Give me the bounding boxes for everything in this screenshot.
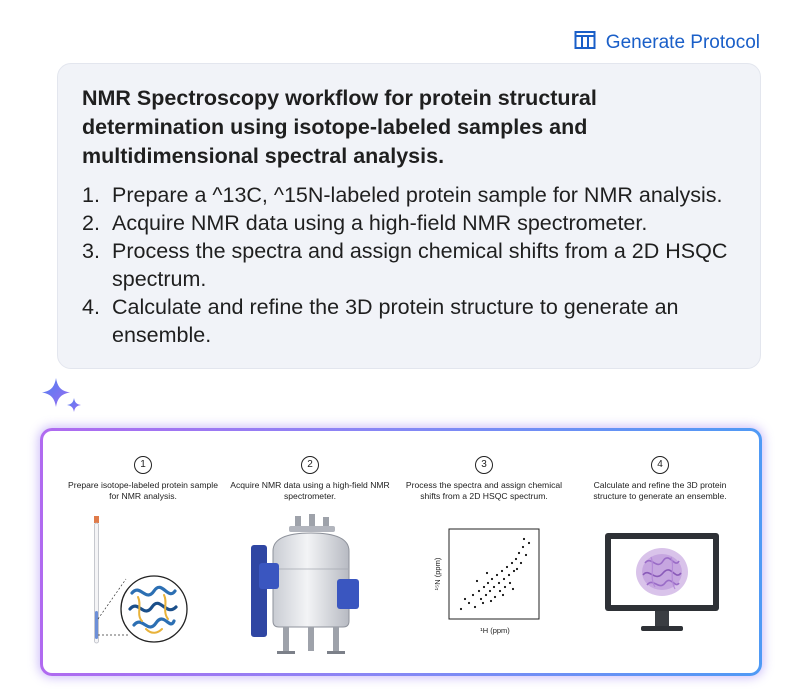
protocol-step: 1. Prepare a ^13C, ^15N-labeled protein … bbox=[82, 181, 738, 209]
step-number-badge: 1 bbox=[134, 456, 152, 474]
protocol-step: 3. Process the spectra and assign chemic… bbox=[82, 237, 738, 293]
panel-caption: Prepare isotope-labeled protein sample f… bbox=[67, 480, 218, 501]
panel-caption: Calculate and refine the 3D protein stru… bbox=[593, 480, 727, 501]
panel-caption: Acquire NMR data using a high-field NMR … bbox=[230, 480, 390, 501]
panel-caption: Process the spectra and assign chemical … bbox=[405, 480, 563, 501]
step-text: Acquire NMR data using a high-field NMR … bbox=[112, 211, 648, 235]
step-number: 3. bbox=[82, 239, 100, 263]
figure-panel-3: 3 Process the spectra and assign chemica… bbox=[399, 431, 569, 671]
nmr-tube-protein-illustration bbox=[94, 516, 188, 644]
hsqc-y-axis-label: ¹⁵N (ppm) bbox=[433, 557, 442, 590]
step-number: 1. bbox=[82, 183, 100, 207]
step-number-badge: 3 bbox=[475, 456, 493, 474]
step-text: Prepare a ^13C, ^15N-labeled protein sam… bbox=[112, 183, 723, 207]
generated-figure[interactable]: 1 Prepare isotope-labeled protein sample… bbox=[40, 428, 762, 676]
protocol-step: 2. Acquire NMR data using a high-field N… bbox=[82, 209, 738, 237]
figure-panel-4: 4 Calculate and refine the 3D protein st… bbox=[575, 431, 745, 671]
ai-sparkle-icon bbox=[42, 378, 81, 412]
step-number-badge: 2 bbox=[301, 456, 319, 474]
step-number-badge: 4 bbox=[651, 456, 669, 474]
protocol-steps-list: 1. Prepare a ^13C, ^15N-labeled protein … bbox=[82, 181, 738, 349]
columns-icon bbox=[574, 30, 596, 56]
step-text: Calculate and refine the 3D protein stru… bbox=[112, 295, 679, 347]
protocol-step: 4. Calculate and refine the 3D protein s… bbox=[82, 293, 738, 349]
nmr-spectrometer-illustration bbox=[251, 514, 359, 654]
step-number: 4. bbox=[82, 295, 100, 319]
step-number: 2. bbox=[82, 211, 100, 235]
step-text: Process the spectra and assign chemical … bbox=[112, 239, 728, 291]
user-prompt-card: NMR Spectroscopy workflow for protein st… bbox=[57, 63, 761, 369]
figure-panel-2: 2 Acquire NMR data using a high-field NM… bbox=[225, 431, 395, 671]
hsqc-spectrum-plot: ¹H (ppm) ¹⁵N (ppm) bbox=[433, 528, 540, 635]
generate-protocol-label: Generate Protocol bbox=[605, 32, 760, 53]
generate-protocol-button[interactable]: Generate Protocol bbox=[574, 30, 760, 56]
monitor-protein-ensemble-illustration bbox=[605, 533, 719, 631]
prompt-title: NMR Spectroscopy workflow for protein st… bbox=[82, 86, 597, 168]
figure-panel-1: 1 Prepare isotope-labeled protein sample… bbox=[58, 431, 228, 671]
hsqc-peaks bbox=[459, 537, 531, 611]
hsqc-x-axis-label: ¹H (ppm) bbox=[480, 626, 510, 635]
